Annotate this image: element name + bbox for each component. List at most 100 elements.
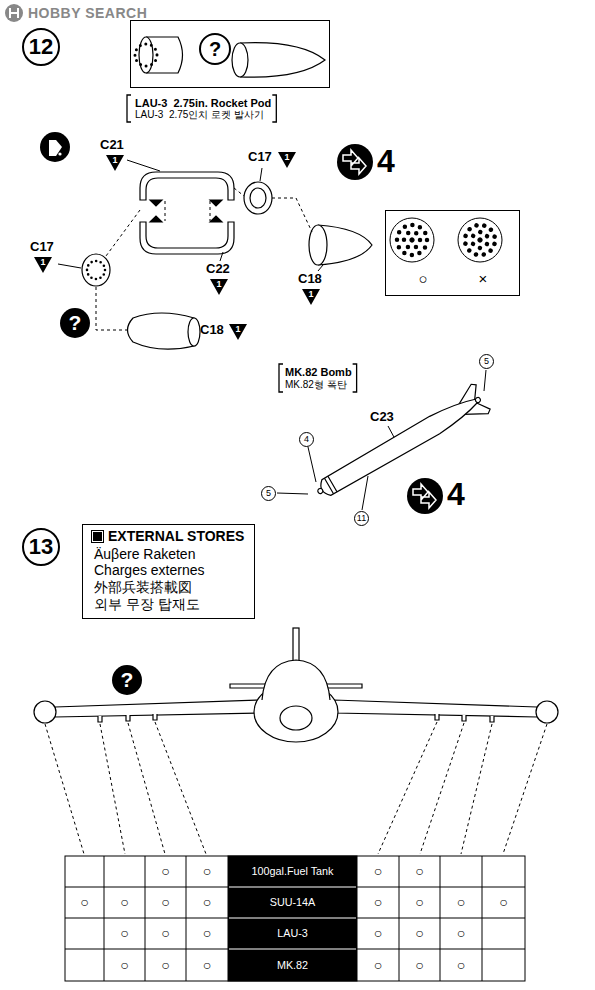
- option-mark: ?: [112, 665, 142, 695]
- table-mark: ○: [357, 887, 399, 918]
- table-mark: ○: [145, 856, 186, 887]
- aircraft-front-view: [34, 628, 558, 742]
- pod-preview: [139, 37, 153, 73]
- part-quantity: 1: [229, 324, 247, 340]
- leader-line: [58, 160, 486, 510]
- table-mark: ○: [104, 887, 145, 918]
- pod-face: [469, 229, 491, 251]
- stores-table: [229, 887, 356, 949]
- title-box: EXTERNAL STORESÄuβere RaketenCharges ext…: [82, 524, 255, 619]
- bracket: [127, 95, 131, 122]
- pod-title: LAU-3 2.75in. Rocket Pod: [135, 97, 271, 109]
- table-mark: ○: [357, 949, 399, 981]
- paint-icon: [40, 132, 70, 162]
- aircraft-front-view: [98, 714, 157, 722]
- assembly-line: [272, 198, 312, 232]
- rocket-pod-parts: [82, 254, 110, 286]
- pod-title: LAU-3 2.75인치 로켓 발사기: [135, 109, 264, 121]
- callout-number: 5: [261, 486, 276, 501]
- pod-face: [478, 238, 482, 242]
- pod-face: [404, 232, 420, 248]
- bomb: [324, 476, 336, 494]
- step-reference: 4: [377, 145, 395, 177]
- table-mark: ○: [104, 918, 145, 949]
- assembly-line: [234, 188, 244, 196]
- table-row-header: SUU-14A: [228, 887, 357, 918]
- leader-line: [318, 265, 323, 271]
- node-text: EXTERNAL STORES: [91, 528, 244, 546]
- station-leader: [378, 722, 547, 854]
- table-mark: ○: [145, 949, 186, 981]
- table-mark: ○: [186, 887, 228, 918]
- part-quantity: 1: [106, 155, 124, 171]
- preview-box: ?: [130, 20, 330, 88]
- step-arrow-icon: [343, 150, 366, 174]
- paint-icon: [40, 132, 70, 162]
- node-text: ○: [398, 271, 448, 288]
- station-leader: [45, 722, 206, 854]
- node-text: Charges externes: [91, 562, 244, 579]
- aircraft-front-view: [435, 714, 494, 722]
- stores-table: [104, 856, 482, 981]
- assembly-line: [96, 287, 127, 330]
- table-mark: ○: [399, 887, 440, 918]
- option-mark: ?: [60, 308, 90, 338]
- bracket: [279, 364, 283, 392]
- aircraft-front-view: [536, 701, 558, 723]
- leader-line: [127, 160, 160, 171]
- table-mark: ○: [65, 887, 104, 918]
- leader-line: [260, 168, 262, 181]
- paint-icon: [49, 140, 62, 156]
- aircraft-front-view: [34, 701, 56, 723]
- station-leader: [45, 722, 547, 854]
- node-text: 13: [29, 536, 53, 558]
- rocket-pod-parts: [150, 200, 222, 206]
- table-mark: ○: [145, 887, 186, 918]
- table-mark: ○: [145, 918, 186, 949]
- paint-icon: [58, 152, 61, 155]
- table-mark: ○: [186, 856, 228, 887]
- aircraft-front-view: [262, 660, 330, 700]
- bomb-title: MK.82형 폭탄: [285, 379, 347, 391]
- pod-face: [458, 218, 502, 262]
- table-mark: ○: [186, 918, 228, 949]
- assembly-line: [165, 201, 210, 221]
- leader-line: [484, 370, 486, 391]
- rocket-pod-parts: [128, 313, 195, 349]
- step-reference: 4: [447, 478, 465, 510]
- table-mark: ○: [399, 949, 440, 981]
- table-mark: ○: [440, 887, 482, 918]
- table-mark: ○: [399, 918, 440, 949]
- aircraft-front-view: [280, 706, 312, 730]
- bomb: [317, 488, 324, 495]
- node-text: 12: [29, 36, 53, 58]
- step-arrow-icon: [413, 484, 436, 508]
- rocket-pod-parts: [140, 222, 234, 254]
- part-name: C21: [100, 138, 124, 153]
- node-text: Äuβere Raketen: [91, 546, 244, 563]
- logo-icon: [5, 4, 23, 22]
- step-arrow-icon: [337, 144, 373, 180]
- assembly-line: [96, 188, 312, 330]
- stores-table: [65, 856, 525, 981]
- rocket-pod-parts: [250, 188, 266, 208]
- part-name: C17: [30, 240, 54, 255]
- node-text: 외부 무장 탑재도: [91, 596, 244, 613]
- table-mark: ○: [357, 918, 399, 949]
- bomb-title: MK.82 Bomb: [285, 366, 352, 378]
- bracket: [353, 364, 357, 392]
- watermark: HOBBY SEARCH: [28, 5, 147, 21]
- part-quantity: 1: [210, 279, 228, 295]
- pod-face: [462, 222, 499, 259]
- callout-number: 5: [479, 354, 494, 369]
- table-mark: ○: [440, 918, 482, 949]
- part-name: C18: [200, 323, 224, 338]
- node-text: 外部兵装搭載図: [91, 579, 244, 596]
- table-row-header: MK.82: [228, 949, 357, 981]
- leader-line: [308, 447, 316, 482]
- leader-line: [220, 252, 223, 261]
- node-text: ?: [199, 33, 231, 65]
- part-name: C23: [370, 410, 394, 425]
- bracket: [127, 95, 357, 392]
